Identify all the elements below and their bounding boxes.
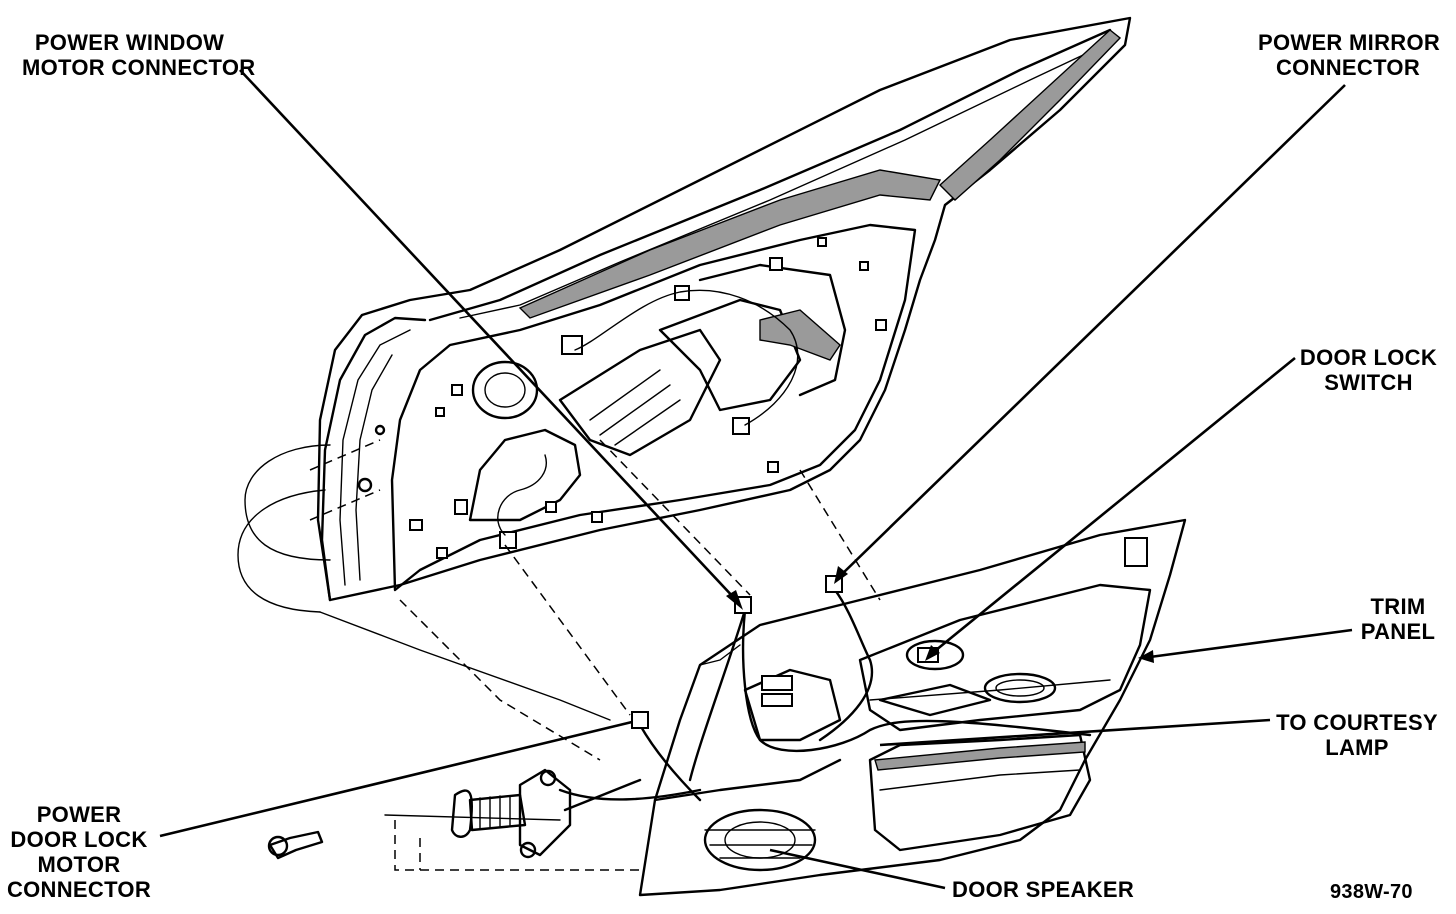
label-line: TO COURTESY — [1276, 710, 1438, 735]
label-line: DOOR LOCK — [10, 827, 148, 852]
label-line: MOTOR CONNECTOR — [22, 55, 256, 80]
label-line: POWER MIRROR — [1258, 30, 1441, 55]
label-line: TRIM — [1370, 594, 1426, 619]
door-shell — [316, 16, 1132, 602]
label-trim-panel: TRIM PANEL — [1358, 594, 1438, 644]
door-lock-motor — [267, 768, 642, 860]
label-to-courtesy-lamp: TO COURTESY LAMP — [1272, 710, 1442, 760]
label-line: DOOR LOCK — [1299, 345, 1438, 370]
leader-lines — [159, 69, 1353, 890]
label-power-window-motor-connector: POWER WINDOW MOTOR CONNECTOR — [22, 30, 256, 80]
trim-panel — [558, 518, 1187, 897]
label-line: CONNECTOR — [6, 877, 152, 902]
figure-id: 938W-70 — [1330, 881, 1413, 903]
label-line: CONNECTOR — [1275, 55, 1421, 80]
label-line: MOTOR — [37, 852, 121, 877]
label-power-mirror-connector: POWER MIRROR CONNECTOR — [1258, 30, 1441, 80]
label-line: POWER WINDOW — [34, 30, 225, 55]
label-power-door-lock-motor-connector: POWER DOOR LOCK MOTOR CONNECTOR — [4, 802, 154, 902]
label-door-speaker: DOOR SPEAKER — [952, 877, 1135, 902]
label-line: POWER — [36, 802, 122, 827]
label-line: PANEL — [1360, 619, 1436, 644]
label-door-lock-switch: DOOR LOCK SWITCH — [1296, 345, 1441, 395]
label-line: LAMP — [1325, 735, 1389, 760]
label-line: SWITCH — [1324, 370, 1413, 395]
alignment-dashes — [237, 439, 881, 871]
